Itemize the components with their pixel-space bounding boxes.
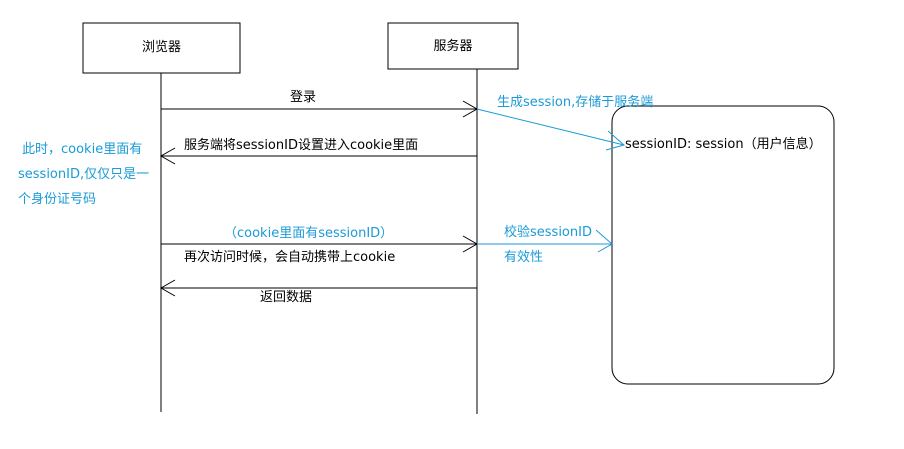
set-cookie-arrow xyxy=(159,147,477,165)
browser-box xyxy=(82,22,241,74)
return-data-label: 返回数据 xyxy=(260,290,313,305)
browser-note-line3: 个身份证号码 xyxy=(18,192,97,207)
set-cookie-label: 服务端将sessionID设置进入cookie里面 xyxy=(184,138,419,153)
generate-session-arrow xyxy=(476,108,626,151)
browser-note-line1: 此时，cookie里面有 xyxy=(22,142,143,157)
return-data-arrow xyxy=(159,279,477,297)
revisit-label: 再次访问时候，会自动携带上cookie xyxy=(184,250,396,265)
verify-session-arrow xyxy=(477,229,613,253)
cookie-has-id-label: （cookie里面有sessionID） xyxy=(224,226,394,241)
server-box xyxy=(387,22,519,70)
verify-note-line1: 校验sessionID xyxy=(504,225,592,240)
verify-note-line2: 有效性 xyxy=(504,250,544,265)
generate-session-note: 生成session,存储于服务端 xyxy=(497,95,654,110)
browser-note-line2: sessionID,仅仅只是一 xyxy=(18,167,150,182)
session-store-box xyxy=(611,105,835,385)
browser-label: 浏览器 xyxy=(141,40,181,55)
session-store-entry: sessionID: session（用户信息） xyxy=(625,137,822,152)
login-label: 登录 xyxy=(290,90,317,105)
login-arrow xyxy=(161,100,479,118)
server-label: 服务器 xyxy=(433,39,473,54)
